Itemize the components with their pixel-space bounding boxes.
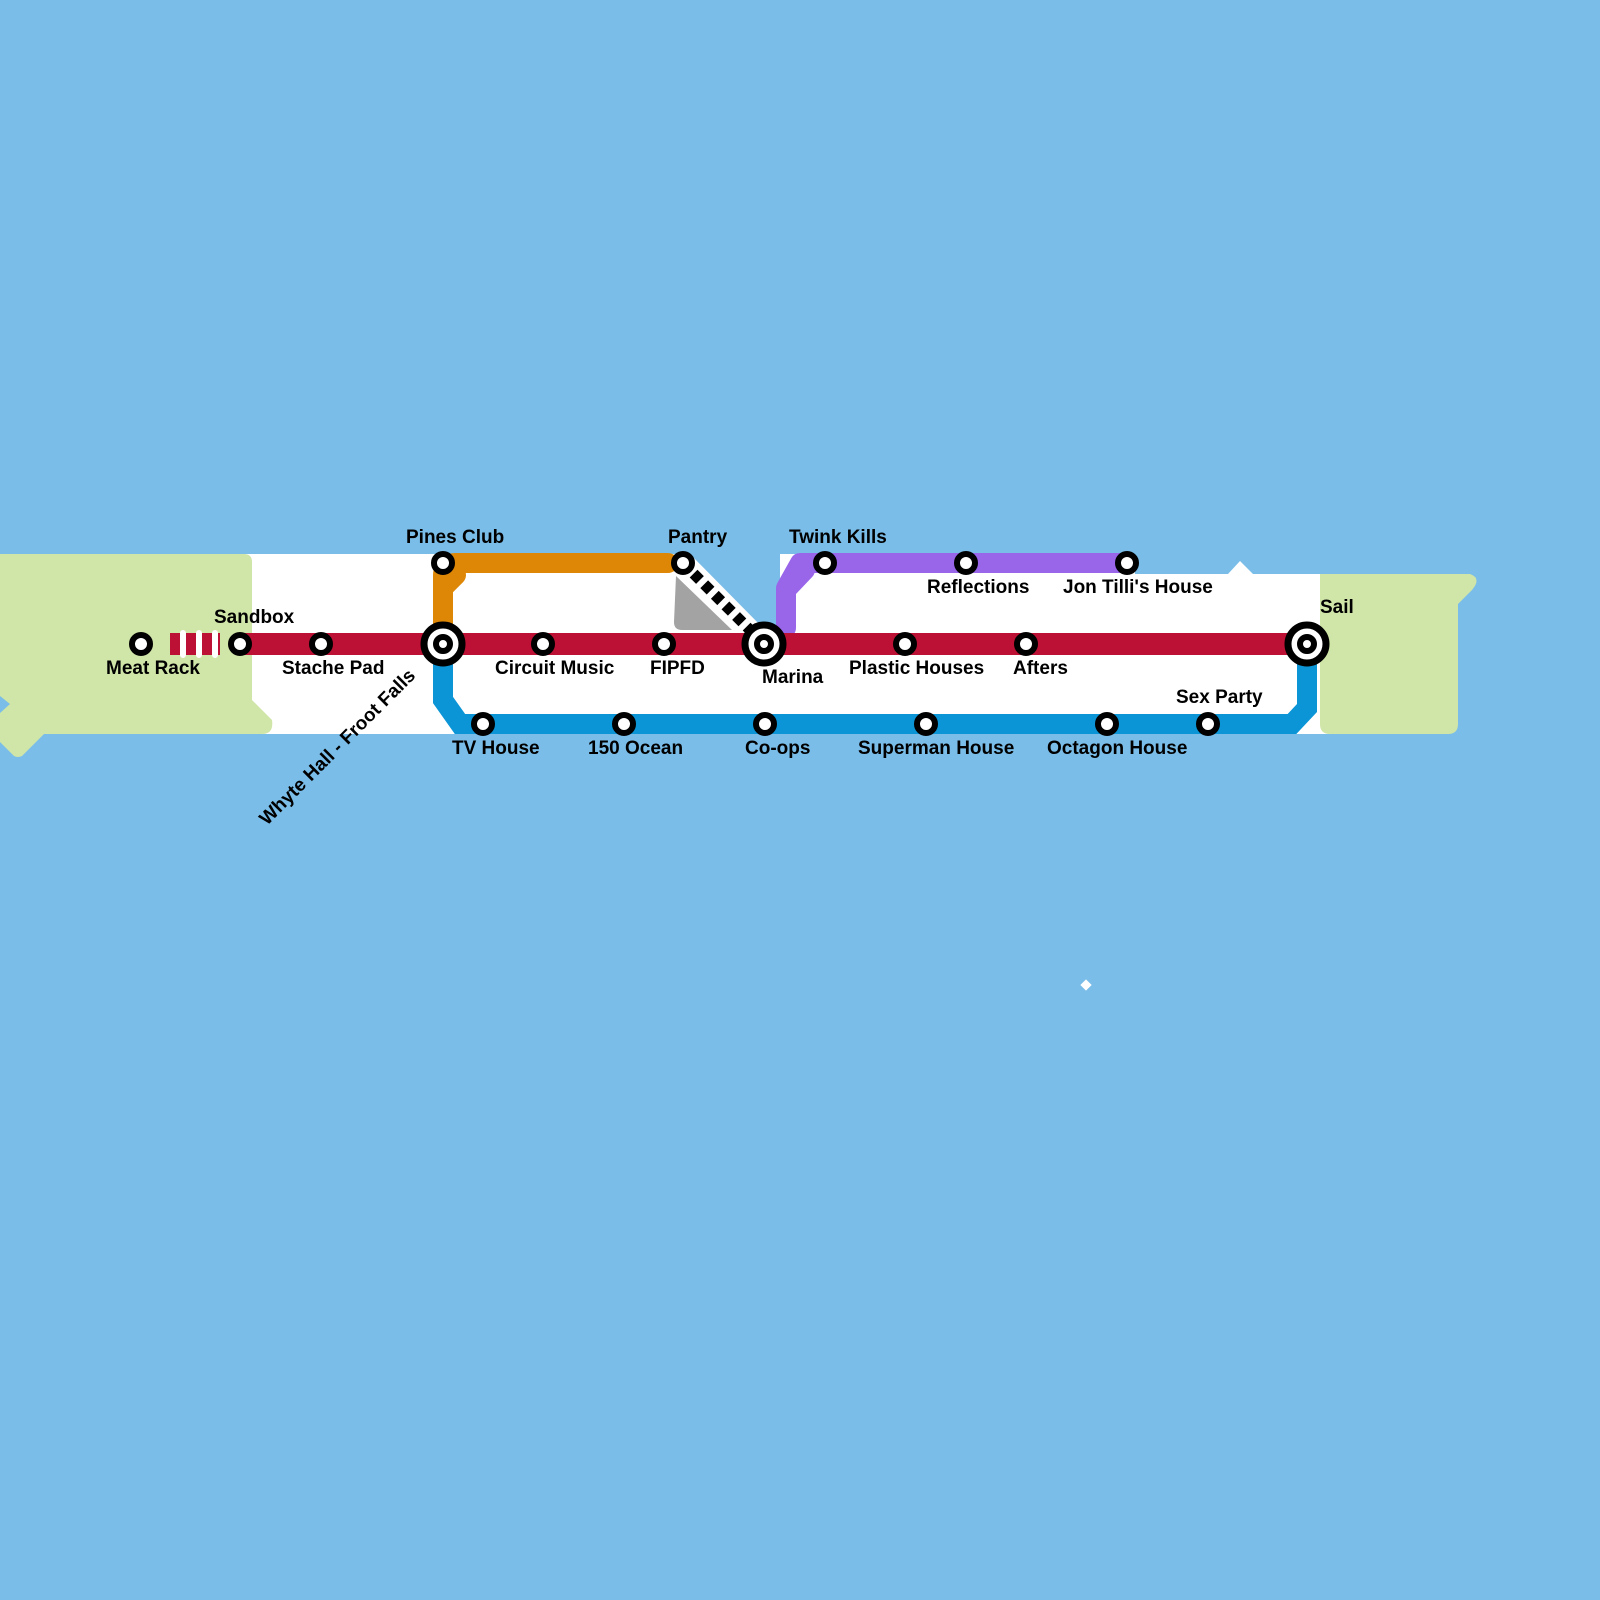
grey-area	[674, 576, 732, 630]
interchanges	[420, 621, 1330, 667]
station-octagon-house[interactable]	[1095, 712, 1119, 736]
interchange-marina[interactable]	[741, 621, 787, 667]
label-afters: Afters	[1013, 658, 1068, 679]
station-meat-rack[interactable]	[129, 632, 153, 656]
interchange-sail[interactable]	[1284, 621, 1330, 667]
label-sex-party: Sex Party	[1176, 687, 1263, 708]
station-reflections[interactable]	[954, 551, 978, 575]
label-reflections: Reflections	[927, 577, 1029, 598]
marker-diamond	[1080, 979, 1092, 991]
label-tv-house: TV House	[452, 738, 540, 759]
station-sex-party[interactable]	[1196, 712, 1220, 736]
parks	[0, 554, 1477, 757]
label-150-ocean: 150 Ocean	[588, 738, 683, 759]
label-twink-kills: Twink Kills	[789, 527, 887, 548]
station-afters[interactable]	[1014, 632, 1038, 656]
label-sandbox: Sandbox	[214, 607, 295, 628]
label-plastic-houses: Plastic Houses	[849, 658, 984, 679]
label-marina: Marina	[762, 667, 824, 688]
interchange-whyte-hall[interactable]	[420, 621, 466, 667]
blue-line[interactable]	[433, 634, 1317, 734]
station-circuit-music[interactable]	[531, 632, 555, 656]
label-pines-club: Pines Club	[406, 527, 504, 548]
station-pantry[interactable]	[671, 551, 695, 575]
station-sandbox[interactable]	[228, 632, 252, 656]
station-fipfd[interactable]	[652, 632, 676, 656]
stations	[129, 551, 1220, 736]
station-plastic-houses[interactable]	[893, 632, 917, 656]
station-coops[interactable]	[753, 712, 777, 736]
station-superman-house[interactable]	[914, 712, 938, 736]
land-bump	[1130, 561, 1330, 600]
label-fipfd: FIPFD	[650, 658, 705, 679]
label-octagon-house: Octagon House	[1047, 738, 1187, 759]
label-pantry: Pantry	[668, 527, 728, 548]
red-extension-dashes	[180, 630, 218, 658]
station-150-ocean[interactable]	[612, 712, 636, 736]
label-coops: Co-ops	[745, 738, 810, 759]
label-stache-pad: Stache Pad	[282, 658, 384, 679]
label-sail: Sail	[1320, 597, 1354, 618]
station-twink-kills[interactable]	[813, 551, 837, 575]
label-meat-rack: Meat Rack	[106, 658, 200, 679]
station-pines-club[interactable]	[431, 551, 455, 575]
label-jon-tilli: Jon Tilli's House	[1063, 577, 1213, 598]
label-superman-house: Superman House	[858, 738, 1014, 759]
station-tv-house[interactable]	[471, 712, 495, 736]
station-stache-pad[interactable]	[309, 632, 333, 656]
park-west	[0, 554, 273, 757]
label-circuit-music: Circuit Music	[495, 658, 615, 679]
park-east	[1320, 574, 1477, 734]
station-jon-tilli[interactable]	[1115, 551, 1139, 575]
